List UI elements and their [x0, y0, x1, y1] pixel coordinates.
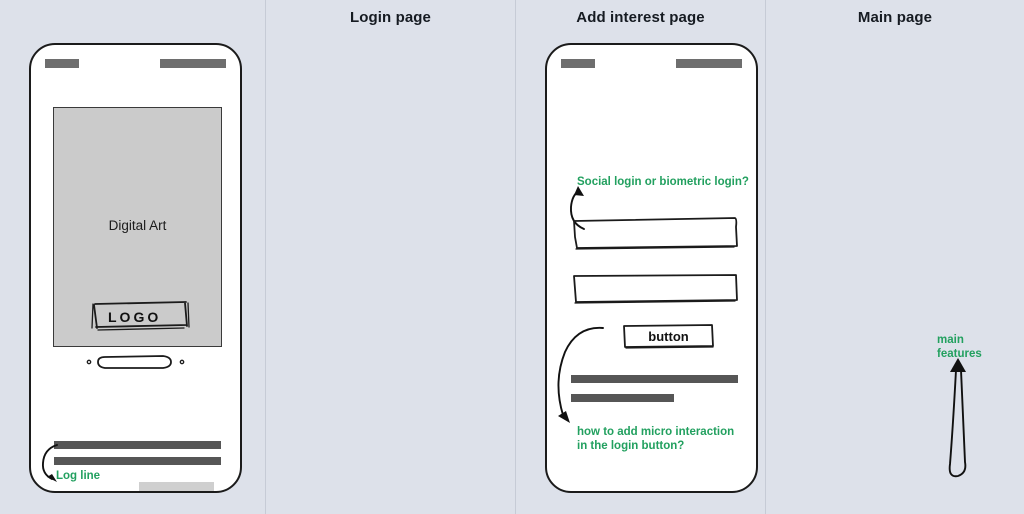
- status-bar: [31, 59, 240, 69]
- social-login-arrow-icon: [570, 186, 585, 230]
- panel-add-interest: Add interest page Choose your interest: [515, 0, 765, 514]
- text-bar: [54, 441, 221, 449]
- note-log-line: Log line: [56, 470, 101, 482]
- input-field-2[interactable]: [571, 271, 739, 305]
- phone-frame-onboarding: Digital Art LOGO Log lin: [29, 43, 242, 493]
- phone-frame-login: Social login or biometric login? button: [545, 43, 758, 493]
- log-line-arrow-icon: [41, 444, 58, 482]
- text-bar: [571, 375, 738, 383]
- status-battery-block: [676, 59, 742, 68]
- status-bar: [547, 59, 756, 69]
- panel-login: Login page Social login or biometric log…: [265, 0, 758, 514]
- logo-sketch: LOGO: [91, 301, 190, 331]
- panel-title-main: Main page: [857, 9, 933, 26]
- cta-button-label: button: [155, 490, 188, 491]
- main-features-arrow-icon: [948, 358, 967, 478]
- hero-label: Digital Art: [108, 218, 167, 233]
- login-button-label: button: [648, 328, 689, 344]
- panel-onboarding: Digital Art LOGO Log lin: [0, 0, 265, 514]
- panel-title-login: Login page: [350, 9, 431, 26]
- cta-button[interactable]: button ›: [139, 482, 214, 492]
- pagination-indicator[interactable]: [81, 352, 191, 372]
- note-main-features: main features: [937, 334, 982, 360]
- status-signal-block: [561, 59, 595, 68]
- hero-image-placeholder: Digital Art LOGO: [53, 107, 222, 347]
- status-signal-block: [45, 59, 79, 68]
- micro-interaction-arrow-icon: [557, 326, 604, 423]
- logo-sketch-text: LOGO: [108, 309, 161, 325]
- login-button[interactable]: [622, 323, 715, 349]
- note-micro-interaction: how to add micro interaction in the logi…: [577, 426, 735, 452]
- text-bar: [571, 394, 674, 402]
- text-bar: [54, 457, 221, 465]
- status-battery-block: [160, 59, 226, 68]
- panel-main: Main page Logo account: [765, 0, 1024, 514]
- panel-title-add-interest: Add interest page: [576, 9, 705, 26]
- note-social-login: Social login or biometric login?: [577, 176, 749, 188]
- input-field-1[interactable]: [571, 215, 739, 251]
- chevron-right-icon: ›: [194, 490, 198, 492]
